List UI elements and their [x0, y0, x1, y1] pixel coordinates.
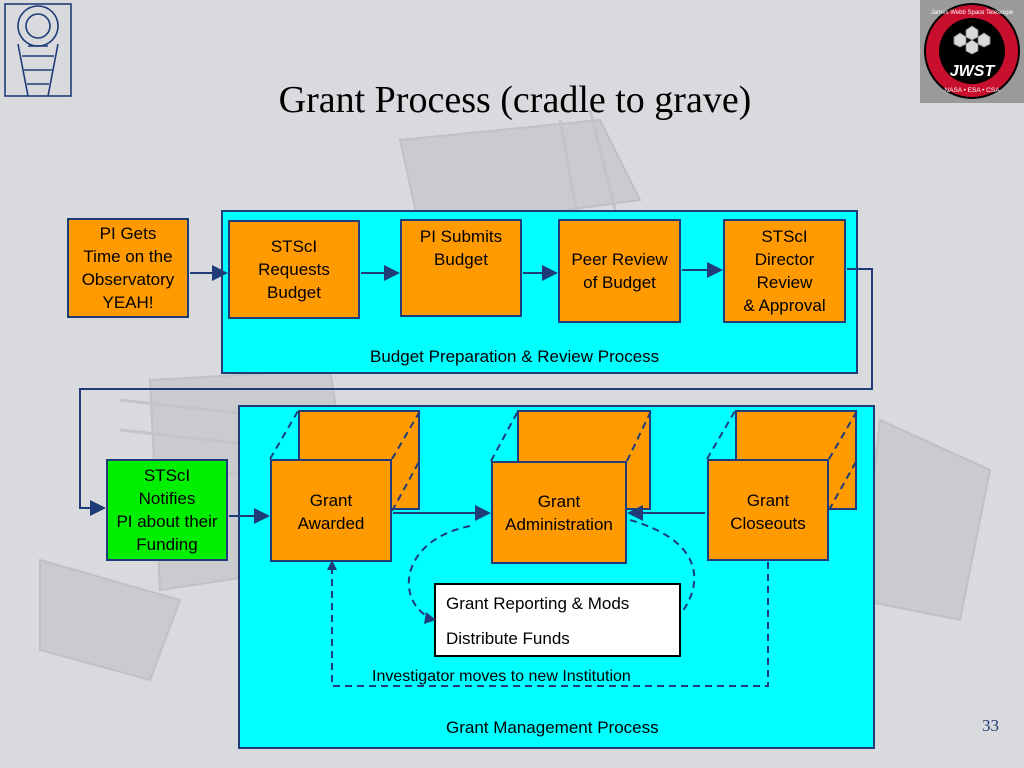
- pi-gets-time-box: PI Gets Time on the Observatory YEAH!: [67, 218, 189, 318]
- stsci-requests-budget-box: STScI Requests Budget: [228, 220, 360, 319]
- investigator-moves-label: Investigator moves to new Institution: [372, 668, 631, 685]
- director-review-box: STScI Director Review & Approval: [723, 219, 846, 323]
- grant-closeouts-box: Grant Closeouts: [707, 459, 829, 561]
- stsci-notifies-box: STScI Notifies PI about their Funding: [106, 459, 228, 561]
- slide-title: Grant Process (cradle to grave): [278, 79, 752, 121]
- jwst-center-text: JWST: [950, 63, 996, 80]
- jwst-logo-container: JWST NASA • ESA • CSA James Webb Space T…: [920, 0, 1024, 103]
- jwst-ring-text: James Webb Space Telescope: [931, 10, 1014, 16]
- distribute-funds-item: Distribute Funds: [446, 629, 570, 648]
- peer-review-budget-box: Peer Review of Budget: [558, 219, 681, 323]
- pi-submits-budget-box: PI Submits Budget: [400, 219, 522, 317]
- page-number: 33: [982, 716, 999, 735]
- grant-management-caption: Grant Management Process: [446, 718, 659, 737]
- grant-reporting-box: Grant Reporting & Mods Distribute Funds: [434, 583, 681, 657]
- grant-administration-box: Grant Administration: [491, 461, 627, 564]
- grant-awarded-box: Grant Awarded: [270, 459, 392, 562]
- jwst-logo-icon: JWST NASA • ESA • CSA James Webb Space T…: [924, 3, 1020, 99]
- grant-reporting-item: Grant Reporting & Mods: [446, 594, 630, 613]
- stsci-logo-icon: [4, 3, 72, 97]
- jwst-agencies-text: NASA • ESA • CSA: [944, 87, 1000, 94]
- budget-process-caption: Budget Preparation & Review Process: [370, 347, 660, 366]
